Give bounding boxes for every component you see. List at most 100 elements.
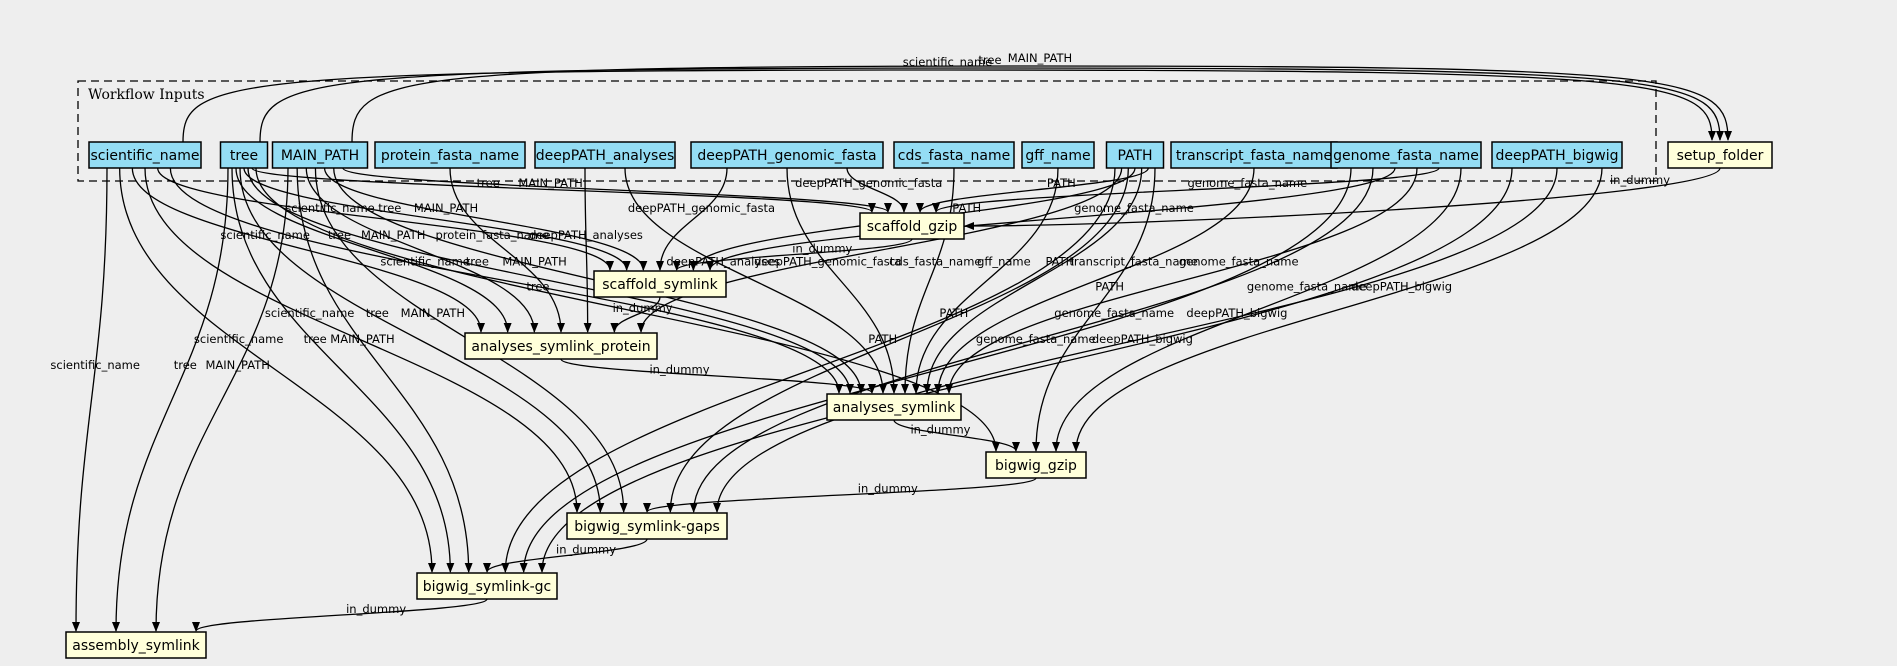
node-box[interactable] [464, 332, 658, 360]
input-node-path[interactable]: PATH [1105, 141, 1165, 169]
step-node-scaffold-symlink[interactable]: scaffold_symlink [593, 270, 727, 298]
input-node-transcript-fasta-name[interactable]: transcript_fasta_name [1170, 141, 1338, 169]
edge-line [901, 167, 955, 394]
edge-line [296, 167, 473, 573]
edge-label: tree [366, 306, 389, 320]
edge-label: tree [477, 176, 500, 190]
input-node-deeppath-analyses[interactable]: deepPATH_analyses [534, 141, 676, 169]
node-label: cds_fasta_name [898, 148, 1010, 164]
edge-tree-to-assembly-symlink: tree [112, 167, 229, 632]
edge-path-to-bigwig-symlink-gaps: PATH [666, 167, 1129, 513]
input-node-deeppath-bigwig[interactable]: deepPATH_bigwig [1491, 141, 1623, 169]
edge-label: scientific_name [380, 255, 470, 269]
node-box[interactable] [271, 141, 369, 169]
edge-tree-to-bigwig-symlink-gc: tree [231, 167, 455, 573]
node-label: PATH [1117, 148, 1152, 164]
cluster-border [77, 80, 1657, 182]
input-node-cds-fasta-name[interactable]: cds_fasta_name [893, 141, 1015, 169]
edge-label: genome_fasta_name [1187, 176, 1307, 190]
edge-line [112, 167, 229, 632]
node-box[interactable] [690, 141, 884, 169]
node-label: setup_folder [1677, 148, 1764, 164]
edge-line [560, 358, 876, 394]
input-node-main-path[interactable]: MAIN_PATH [271, 141, 369, 169]
edge-line [483, 538, 648, 573]
node-box[interactable] [859, 212, 965, 240]
edge-label: MAIN_PATH [414, 201, 478, 215]
edge-line [932, 167, 1440, 213]
edge-genome-fasta-name-to-bigwig-symlink-gaps: genome_fasta_name [689, 167, 1374, 513]
node-label: protein_fasta_name [381, 148, 519, 164]
edge-line [72, 167, 108, 632]
edge-label: MAIN_PATH [330, 332, 394, 346]
edge-line [713, 167, 1558, 513]
edge-label: MAIN_PATH [206, 358, 270, 372]
edge-label: genome_fasta_name [1179, 255, 1299, 269]
edge-label: PATH [939, 306, 968, 320]
node-label: gff_name [1025, 148, 1090, 164]
input-node-genome-fasta-name[interactable]: genome_fasta_name [1330, 141, 1482, 169]
edge-line [119, 167, 436, 573]
edge-label: MAIN_PATH [1008, 51, 1072, 65]
edge-tree-to-bigwig-symlink-gaps: tree [239, 167, 605, 513]
edge-label: deepPATH_bigwig [1092, 332, 1193, 346]
edge-path-to-bigwig-gzip: PATH [1032, 167, 1156, 452]
edge-line [1052, 167, 1462, 452]
node-box[interactable] [374, 141, 526, 169]
edge-line [624, 167, 887, 394]
step-node-analyses-symlink-protein[interactable]: analyses_symlink_protein [464, 332, 658, 360]
node-box[interactable] [985, 451, 1087, 479]
edge-line [689, 167, 1374, 513]
edge-label: MAIN_PATH [518, 176, 582, 190]
edge-main-path-to-scaffold-symlink: MAIN_PATH [323, 167, 648, 271]
input-node-scientific-name[interactable]: scientific_name [88, 141, 202, 169]
edge-line [231, 167, 455, 573]
edge-label: PATH [1047, 176, 1076, 190]
node-box[interactable] [219, 141, 269, 169]
step-node-analyses-symlink[interactable]: analyses_symlink [826, 393, 962, 421]
input-node-deeppath-genomic-fasta[interactable]: deepPATH_genomic_fasta [690, 141, 884, 169]
edge-line [643, 477, 1037, 513]
edge-line [706, 167, 1396, 271]
node-box[interactable] [1667, 141, 1773, 169]
node-label: deepPATH_genomic_fasta [697, 148, 876, 164]
edge-line [964, 167, 1721, 230]
input-node-tree[interactable]: tree [219, 141, 269, 169]
step-node-assembly-symlink[interactable]: assembly_symlink [65, 631, 207, 659]
node-box[interactable] [1021, 141, 1095, 169]
step-node-bigwig-gzip[interactable]: bigwig_gzip [985, 451, 1087, 479]
edge-label: deepPATH_analyses [666, 255, 780, 269]
step-node-scaffold-gzip[interactable]: scaffold_gzip [859, 212, 965, 240]
edge-genome-fasta-name-to-bigwig-symlink-gc: genome_fasta_name [519, 167, 1352, 573]
edge-label: deepPATH_bigwig [1351, 280, 1452, 294]
node-box[interactable] [1330, 141, 1482, 169]
node-box[interactable] [65, 631, 207, 659]
step-node-setup-folder[interactable]: setup_folder [1667, 141, 1773, 169]
edge-line [786, 167, 898, 394]
edge-label: scientific_name [194, 332, 284, 346]
step-node-bigwig-symlink-gc[interactable]: bigwig_symlink-gc [416, 572, 558, 600]
edge-deeppath-genomic-fasta-to-analyses-symlink: deepPATH_genomic_fasta [754, 167, 901, 394]
node-label: bigwig_gzip [995, 458, 1077, 474]
workflow-inputs-cluster: Workflow Inputs [77, 80, 1657, 182]
edge-line [239, 167, 605, 513]
edge-label: in_dummy [858, 482, 918, 496]
edge-line [610, 296, 661, 333]
node-box[interactable] [566, 512, 728, 540]
node-box[interactable] [1491, 141, 1623, 169]
edge-line [945, 167, 1418, 394]
node-box[interactable] [88, 141, 202, 169]
node-box[interactable] [893, 141, 1015, 169]
node-box[interactable] [1105, 141, 1165, 169]
node-box[interactable] [826, 393, 962, 421]
input-node-protein-fasta-name[interactable]: protein_fasta_name [374, 141, 526, 169]
node-box[interactable] [416, 572, 558, 600]
node-box[interactable] [593, 270, 727, 298]
edge-line [501, 167, 1116, 573]
node-label: scaffold_gzip [867, 219, 958, 235]
node-box[interactable] [534, 141, 676, 169]
edge-line [1072, 167, 1603, 452]
edge-scientific-name-to-bigwig-symlink-gc: scientific_name [119, 167, 436, 573]
step-node-bigwig-symlink-gaps[interactable]: bigwig_symlink-gaps [566, 512, 728, 540]
input-node-gff-name[interactable]: gff_name [1021, 141, 1095, 169]
